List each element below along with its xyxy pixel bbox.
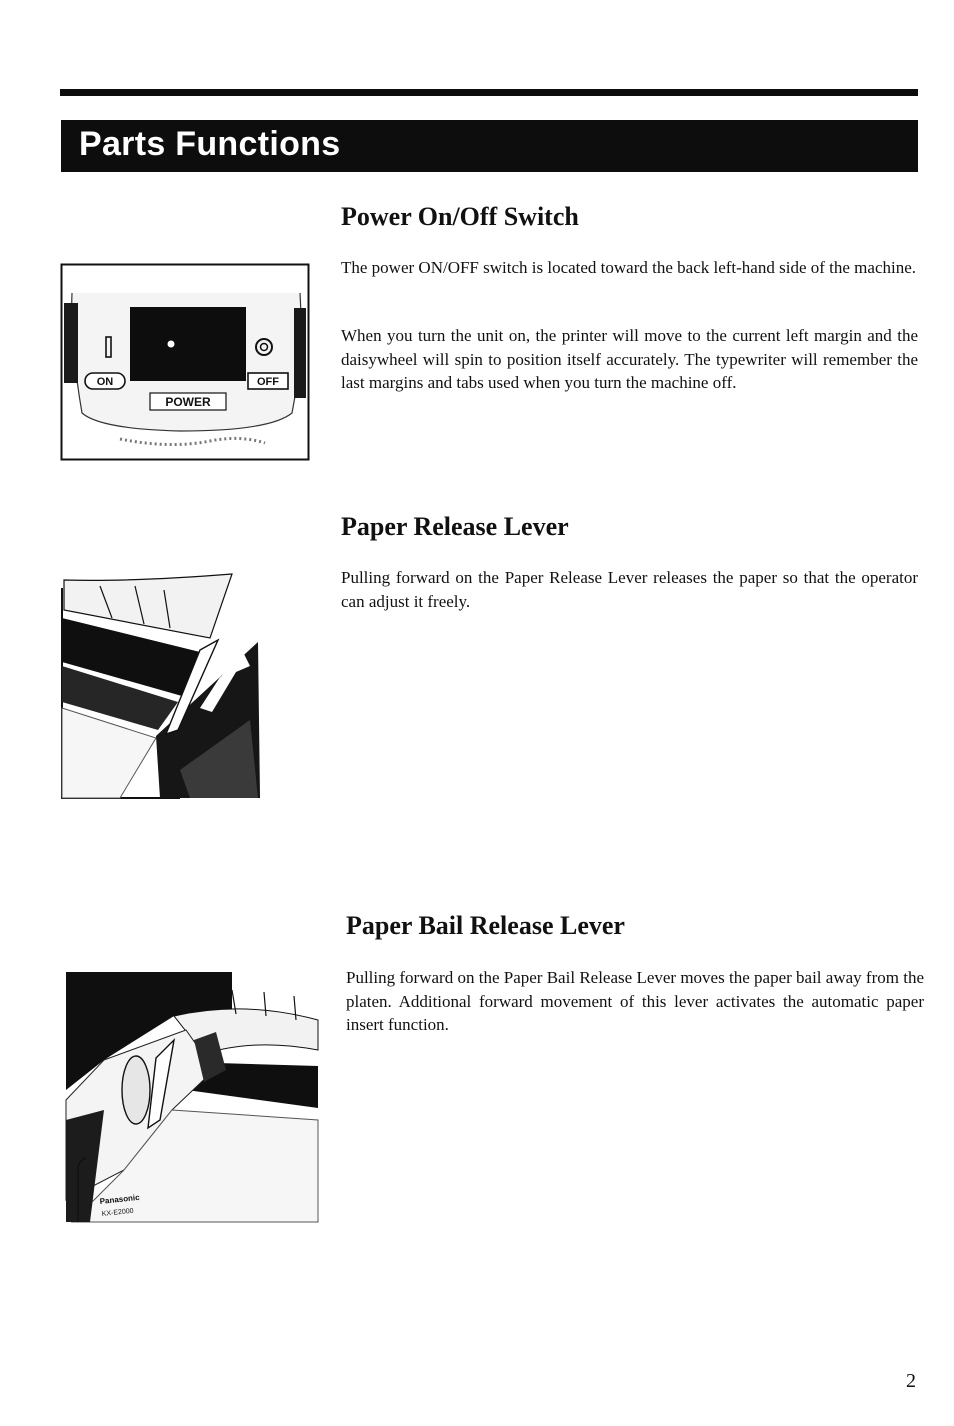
section-heading-paper-bail-release-lever: Paper Bail Release Lever bbox=[346, 911, 625, 940]
page-title: Parts Functions bbox=[79, 125, 341, 163]
section-heading-power-switch: Power On/Off Switch bbox=[341, 202, 579, 231]
paper-release-paragraph: Pulling forward on the Paper Release Lev… bbox=[341, 568, 918, 611]
model-label: KX-E2000 bbox=[101, 1208, 134, 1218]
power-label: POWER bbox=[165, 395, 211, 409]
power-switch-illustration: ON OFF POWER bbox=[60, 263, 310, 461]
section-heading-paper-release-lever: Paper Release Lever bbox=[341, 512, 569, 541]
power-switch-paragraph-1: The power ON/OFF switch is located towar… bbox=[341, 258, 917, 277]
power-switch-paragraph-2: When you turn the unit on, the printer w… bbox=[341, 326, 918, 392]
top-rule bbox=[60, 89, 918, 96]
brand-label: Panasonic bbox=[99, 1193, 140, 1206]
off-label: OFF bbox=[257, 376, 279, 388]
paper-bail-release-lever-illustration: Panasonic KX-E2000 bbox=[65, 971, 319, 1223]
on-label: ON bbox=[97, 376, 114, 388]
page-number: 2 bbox=[906, 1370, 916, 1392]
title-banner: Parts Functions bbox=[61, 120, 918, 172]
paper-release-lever-illustration bbox=[61, 571, 264, 799]
paper-bail-paragraph: Pulling forward on the Paper Bail Releas… bbox=[346, 968, 924, 1034]
